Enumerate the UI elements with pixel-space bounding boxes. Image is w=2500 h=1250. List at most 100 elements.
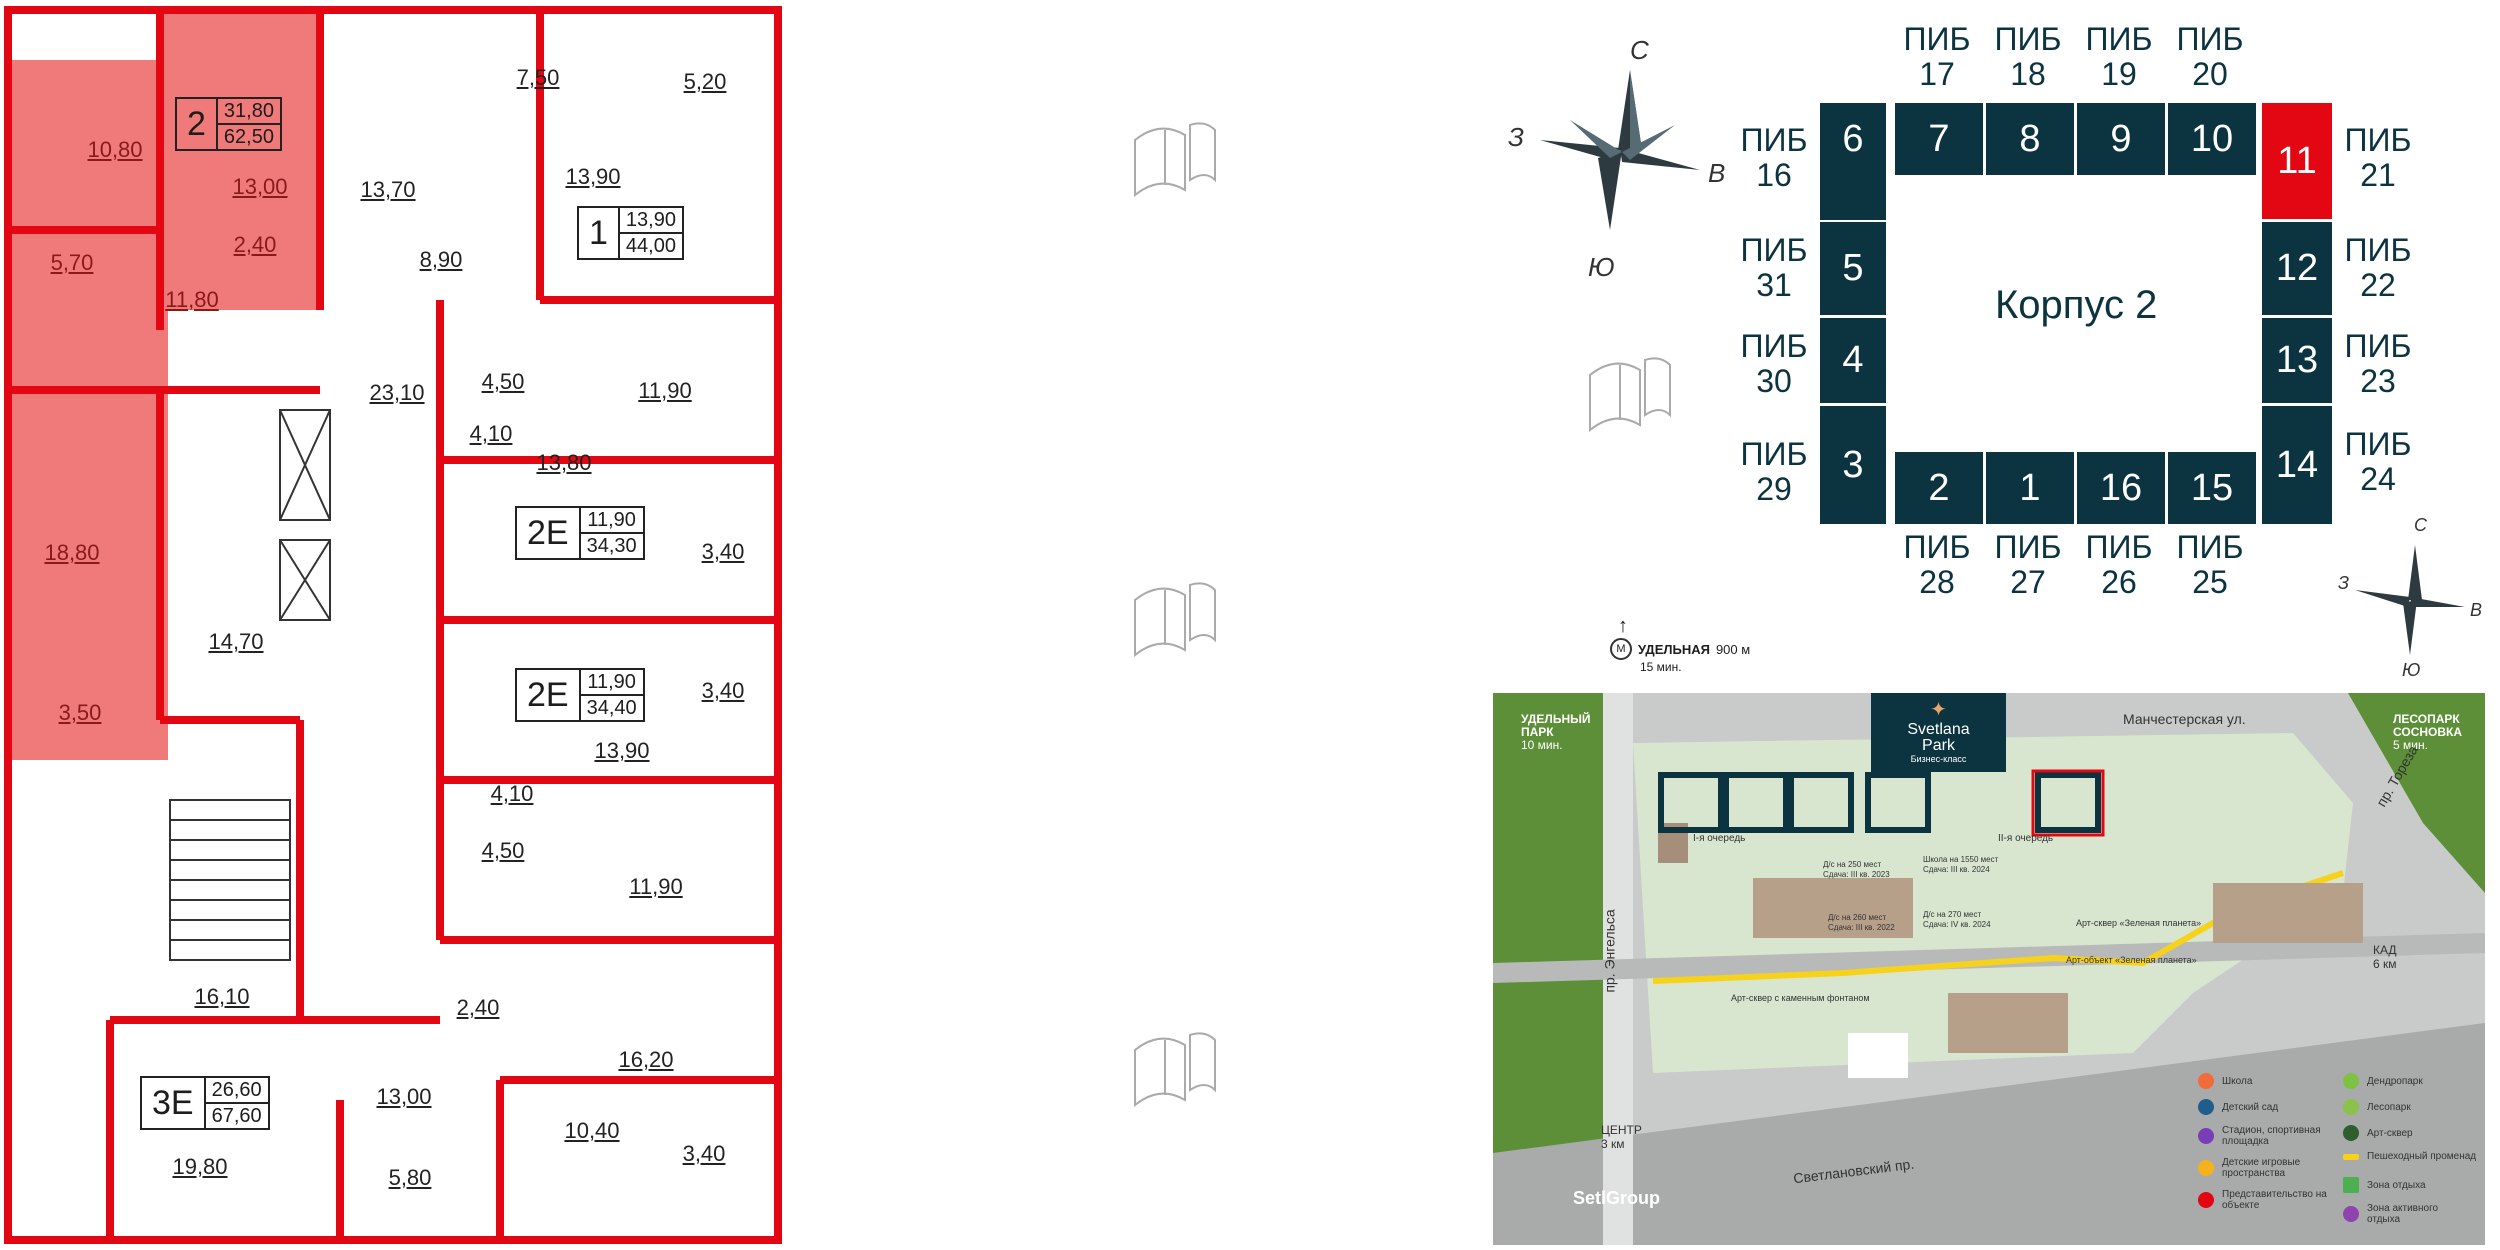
section-3[interactable]: 3 — [1820, 406, 1886, 524]
metro-info: ↑ M УДЕЛЬНАЯ 900 м 15 мин. — [1610, 615, 1750, 674]
room-area: 18,80 — [44, 540, 100, 565]
section-5[interactable]: 5 — [1820, 222, 1886, 315]
legend-item: Представительство на объекте — [2198, 1189, 2328, 1211]
legend-item: Детский сад — [2198, 1099, 2278, 1115]
section-13[interactable]: 13 — [2262, 318, 2332, 403]
metro-name: УДЕЛЬНАЯ — [1638, 641, 1710, 657]
art-label: Арт-сквер с каменным фонтаном — [1731, 993, 1870, 1003]
section-2[interactable]: 2 — [1895, 452, 1983, 524]
apartment-total-area: 67,60 — [211, 1105, 262, 1127]
section-11-selected[interactable]: 11 — [2262, 103, 2332, 219]
compass-east: В — [2470, 600, 2483, 620]
section-14[interactable]: 14 — [2262, 406, 2332, 524]
section-6-leg — [1820, 175, 1886, 220]
room-area: 13,90 — [594, 738, 650, 763]
section-1[interactable]: 1 — [1986, 452, 2074, 524]
brand-name-2: Park — [1922, 737, 1955, 754]
apartment-living-area: 13,90 — [619, 208, 682, 234]
room-area: 13,00 — [376, 1084, 432, 1109]
brand-tag: ✦ Svetlana Park Бизнес-класс — [1871, 693, 2006, 772]
metro-time: 15 мин. — [1640, 660, 1682, 674]
brand-name-1: Svetlana — [1907, 721, 1970, 738]
legend-item: Детские игровые пространства — [2198, 1157, 2328, 1179]
apartment-type: 2Е — [517, 508, 581, 558]
room-area: 7,50 — [516, 65, 560, 90]
section-4[interactable]: 4 — [1820, 318, 1886, 403]
room-area: 10,80 — [87, 137, 143, 162]
metro-icon: M — [1610, 638, 1632, 660]
room-area: 5,80 — [388, 1165, 432, 1190]
legend-item: Зона активного отдыха — [2343, 1203, 2473, 1225]
room-area: 23,10 — [369, 380, 425, 405]
map-legend: Школа Детский сад Стадион, спортивная пл… — [2198, 1073, 2478, 1243]
art-label: Арт-объект «Зеленая планета» — [2066, 955, 2197, 965]
legend-item: Зона отдыха — [2343, 1177, 2426, 1193]
legend-item: Дендропарк — [2343, 1073, 2423, 1089]
compass-south: Ю — [1588, 252, 1615, 282]
section-7[interactable]: 7 — [1895, 103, 1983, 175]
apartment-type: 2Е — [517, 670, 581, 720]
room-area: 10,40 — [564, 1118, 620, 1143]
room-area: 3,40 — [682, 1141, 726, 1166]
room-area: 3,50 — [58, 700, 102, 725]
section-15[interactable]: 15 — [2168, 452, 2256, 524]
compass-west: З — [2338, 573, 2350, 593]
compass-north: С — [1630, 35, 1649, 65]
section-8[interactable]: 8 — [1986, 103, 2074, 175]
room-area: 4,50 — [481, 369, 525, 394]
room-area: 2,40 — [233, 232, 277, 257]
site-map-drawing — [1493, 693, 2485, 1245]
room-area: 5,20 — [683, 69, 727, 94]
room-area: 4,10 — [469, 421, 513, 446]
section-16[interactable]: 16 — [2077, 452, 2165, 524]
apartment-total-area: 44,00 — [625, 235, 676, 257]
section-9[interactable]: 9 — [2077, 103, 2165, 175]
legend-item: Арт-сквер — [2343, 1125, 2413, 1141]
apartment-living-area: 26,60 — [205, 1078, 268, 1104]
room-area: 13,00 — [232, 174, 288, 199]
section-10[interactable]: 10 — [2168, 103, 2256, 175]
compass-north: С — [2414, 515, 2427, 535]
watermark-logo-icon — [1134, 1032, 1216, 1108]
room-area: 2,40 — [456, 995, 500, 1020]
compass-rose-icon — [2355, 545, 2465, 655]
developer-logo: SetlGroup — [1573, 1188, 1661, 1208]
compass-rose-icon — [1540, 70, 1700, 230]
legend-item: Школа — [2198, 1073, 2252, 1089]
apartment-total-area: 34,40 — [586, 697, 637, 719]
apartment-type: 3Е — [142, 1078, 206, 1128]
section-6[interactable]: 6 — [1820, 103, 1886, 175]
compass-west: З — [1508, 122, 1524, 152]
legend-item: Лесопарк — [2343, 1099, 2411, 1115]
room-area: 16,10 — [194, 984, 250, 1009]
compass-large: С З В Ю — [1500, 30, 1740, 282]
apartment-type: 2 — [177, 99, 218, 149]
section-12[interactable]: 12 — [2262, 222, 2332, 315]
building-title: Корпус 2 — [1995, 283, 2158, 327]
